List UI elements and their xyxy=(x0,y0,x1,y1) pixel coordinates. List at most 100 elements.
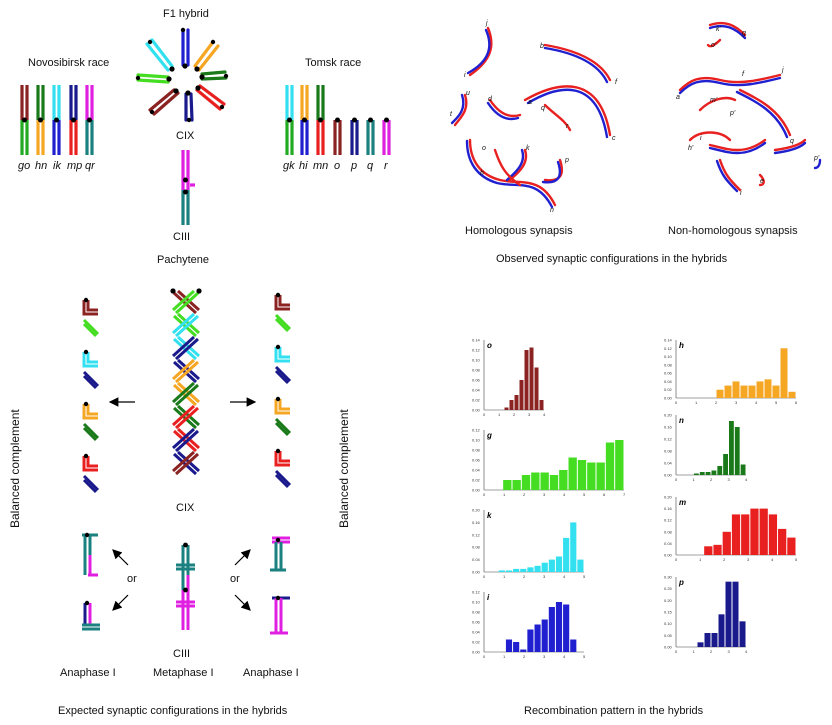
histogram-bar xyxy=(732,581,739,647)
histogram-bar xyxy=(704,633,711,647)
y-tick-label: 0.10 xyxy=(664,354,673,359)
y-tick-label: 0.04 xyxy=(664,541,673,546)
y-tick-label: 0.20 xyxy=(472,508,481,513)
tomsk-label-mn: mn xyxy=(313,160,329,172)
panel-label: k xyxy=(487,511,492,520)
ciii-metaphase xyxy=(176,542,195,630)
svg-text:a: a xyxy=(676,94,680,101)
histogram-bar xyxy=(787,537,796,555)
y-tick-label: 0.10 xyxy=(472,600,481,605)
x-tick-label: 5 xyxy=(775,400,778,405)
nov-label-qr: qr xyxy=(85,160,95,172)
histogram-bar xyxy=(697,642,704,647)
x-tick-label: 3 xyxy=(543,492,546,497)
tomsk-race-label: Tomsk race xyxy=(305,57,362,69)
y-tick-label: 0.04 xyxy=(472,388,481,393)
histogram-bar xyxy=(577,460,587,490)
y-tick-label: 0.08 xyxy=(472,610,481,615)
homologous-spread xyxy=(450,26,612,209)
x-tick-label: 3 xyxy=(528,412,531,417)
observed-caption: Observed synaptic configurations in the … xyxy=(496,253,728,265)
tomsk-label-r: r xyxy=(384,160,388,172)
svg-text:d: d xyxy=(488,96,493,103)
histogram-bar xyxy=(514,395,519,410)
y-tick-label: 0.08 xyxy=(664,449,673,454)
svg-text:i: i xyxy=(700,135,702,142)
complement-chromosome xyxy=(82,456,98,472)
histogram-bar xyxy=(748,385,756,398)
y-tick-label: 0.05 xyxy=(664,633,673,638)
nonhomologous-synapsis-label: Non-homologous synapsis xyxy=(668,225,798,237)
x-tick-label: 1 xyxy=(503,492,506,497)
y-tick-label: 0.10 xyxy=(664,621,673,626)
x-tick-label: 6 xyxy=(603,492,606,497)
histogram-bar xyxy=(759,508,768,555)
histogram-bar xyxy=(555,602,563,652)
histogram-bar xyxy=(780,348,788,398)
y-tick-label: 0.04 xyxy=(472,630,481,635)
y-tick-label: 0.25 xyxy=(664,586,673,591)
x-tick-label: 2 xyxy=(523,574,526,579)
histogram-bar xyxy=(512,480,521,490)
svg-text:q: q xyxy=(541,105,545,112)
svg-text:m': m' xyxy=(710,97,718,104)
y-tick-label: 0.16 xyxy=(664,506,673,511)
recombination-caption: Recombination pattern in the hybrids xyxy=(524,705,704,717)
y-tick-label: 0.14 xyxy=(472,338,481,343)
y-tick-label: 0.02 xyxy=(472,640,481,645)
histogram-bar xyxy=(729,421,734,475)
histogram-bar xyxy=(764,379,772,398)
histogram-bar xyxy=(521,475,531,490)
x-tick-label: 1 xyxy=(693,649,696,654)
x-tick-label: 7 xyxy=(623,492,626,497)
y-tick-label: 0.02 xyxy=(472,478,481,483)
panel-label: p xyxy=(678,578,684,587)
histogram-bar xyxy=(531,472,540,490)
y-tick-label: 0.00 xyxy=(664,553,673,558)
histogram-bar xyxy=(524,350,529,410)
tomsk-label-hi: hi xyxy=(299,160,308,172)
histogram-bar xyxy=(568,457,577,490)
y-tick-label: 0.20 xyxy=(664,413,673,418)
tomsk-label-p: p xyxy=(351,160,358,172)
cix-metaphase-chain xyxy=(170,288,202,476)
ciii-anaphase-left xyxy=(82,532,100,631)
y-tick-label: 0.04 xyxy=(472,468,481,473)
histogram-bar xyxy=(605,442,615,490)
svg-text:k': k' xyxy=(716,26,722,33)
ciii-arrows xyxy=(112,549,251,611)
x-tick-label: 6 xyxy=(795,400,798,405)
or-right-label: or xyxy=(230,573,240,585)
y-tick-label: 0.08 xyxy=(664,362,673,367)
x-tick-label: 0 xyxy=(675,649,678,654)
complement-chromosome xyxy=(82,352,98,368)
svg-text:n: n xyxy=(550,207,554,214)
histogram-bar xyxy=(750,508,759,555)
svg-text:i: i xyxy=(740,190,742,197)
x-tick-label: 5 xyxy=(583,492,586,497)
histogram-bar xyxy=(527,629,534,652)
x-tick-label: 2 xyxy=(513,412,516,417)
y-tick-label: 0.12 xyxy=(472,348,481,353)
histogram-bar xyxy=(699,472,705,475)
x-tick-label: 3 xyxy=(728,477,731,482)
y-tick-label: 0.00 xyxy=(664,396,673,401)
novosibirsk-centromeres xyxy=(22,117,92,123)
x-tick-label: 3 xyxy=(735,400,738,405)
x-tick-label: 0 xyxy=(675,477,678,482)
y-tick-label: 0.12 xyxy=(472,590,481,595)
histogram-bar xyxy=(768,514,778,555)
y-tick-label: 0.06 xyxy=(664,371,673,376)
svg-text:k: k xyxy=(526,145,530,152)
x-tick-label: 3 xyxy=(543,654,546,659)
histogram-bar xyxy=(772,385,780,398)
x-tick-label: 2 xyxy=(710,649,713,654)
histogram-bar xyxy=(548,559,555,572)
y-tick-label: 0.04 xyxy=(664,379,673,384)
histogram-bar xyxy=(596,462,605,490)
histogram-bar xyxy=(505,570,513,572)
histogram-bar xyxy=(711,470,717,475)
x-tick-label: 4 xyxy=(745,477,748,482)
